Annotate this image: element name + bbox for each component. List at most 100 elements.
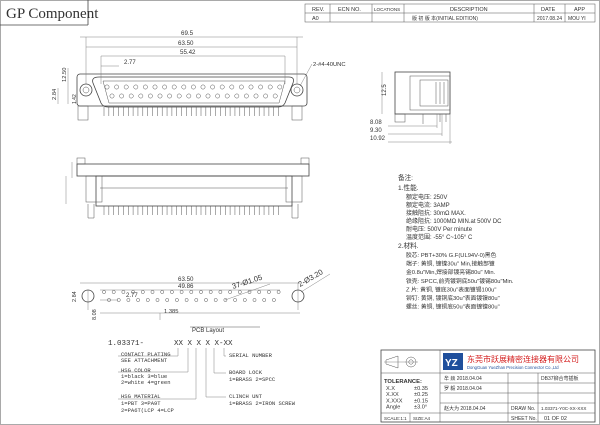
left-mount-screw [79, 83, 93, 97]
tolerance-title: TOLERANCE: [384, 379, 422, 385]
pcb-dim-hole: 1.385 [164, 309, 179, 315]
pcb-hole [170, 290, 174, 294]
top-pin [123, 84, 129, 90]
side-dim-b: 9.30 [370, 128, 382, 134]
designer-signoff: 牟 燚 2018.04.04 [444, 375, 482, 382]
top-pin [162, 84, 167, 90]
top-pin [263, 93, 268, 99]
pcb-hole [121, 290, 126, 294]
pcb-dim-total: 63.50 [178, 276, 194, 283]
top-pin [253, 93, 259, 99]
description-col-header: DESCRIPTION [450, 7, 488, 13]
location-col-header: LOCATIONS [374, 7, 400, 12]
clinch-nut-1: CLINCH UNT [229, 393, 263, 400]
side-dim-a: 8.08 [370, 120, 382, 126]
rev-value: A0 [312, 16, 319, 22]
right-mount-screw [290, 83, 304, 97]
pcb-layout-view: 63.50 49.86 2.77 37-Ø1.05 2-Ø3.20 1.385 … [72, 267, 331, 334]
pcb-dim-pitch: 2.77 [126, 293, 138, 299]
connector-side-view: 12.5 8.08 9.30 10.92 [370, 71, 452, 144]
note-performance-line: 额定电压: 250V [406, 193, 447, 201]
right-board-lock [291, 105, 303, 121]
top-pin [196, 93, 201, 99]
tolerance-format: Angle [386, 405, 400, 411]
top-pin [133, 84, 139, 90]
hsg-material-2: 1=PBT 3=PA9T [121, 400, 161, 407]
top-dim-pitch: 2.77 [124, 60, 136, 66]
contact-plating-2: SEE ATTACHMENT [121, 357, 168, 364]
top-pin [143, 84, 148, 90]
top-pin [272, 93, 278, 99]
top-dim-pins: 55.42 [180, 49, 196, 56]
top-dim-row2: 1.42 [72, 94, 78, 104]
hsg-material-3: 2=PA6T(LCP 4=LCP [121, 407, 174, 414]
top-pin [234, 93, 240, 99]
top-pin [119, 93, 124, 99]
top-pin [244, 93, 249, 99]
top-pin [219, 84, 225, 90]
contact-plating-1: CONTACT PLATING [121, 351, 171, 358]
company-name-cn: 东莞市跃展精密连接器有限公司 [467, 354, 579, 364]
top-pin [215, 93, 220, 99]
pcb-hole [223, 298, 228, 302]
hsg-color-2: 1=black 3=blue [121, 373, 167, 380]
pcb-hole [136, 298, 140, 302]
tolerance-value: ±0.35 [414, 386, 428, 392]
top-pin [186, 93, 192, 99]
side-body [394, 71, 451, 115]
tolerance-value: ±0.15 [414, 398, 428, 404]
front-body-main [95, 175, 293, 207]
pcb-hole [204, 298, 208, 302]
serial-number-label: SERIAL NUMBER [229, 352, 273, 359]
pcb-hole [155, 298, 160, 302]
part-code-legend: 1.03371- XX X X X X-XX CONTACT PLATING S… [108, 340, 296, 414]
tolerance-value: ±3.0° [414, 405, 427, 411]
note-performance-line: 额定电流: 3AMP [406, 201, 450, 209]
top-dim-total: 69.5 [181, 30, 194, 37]
pcb-hole [145, 298, 150, 302]
connector-front-view [65, 157, 310, 219]
note-performance-line: 耐电压: 500V Per minute [406, 225, 473, 233]
note-performance-line: 绝缘阻抗: 1000MΩ MIN.at 500V DC [406, 217, 502, 225]
tolerance-format: X.XXX [386, 398, 403, 404]
top-pin [205, 93, 211, 99]
hsg-color-1: HSG COLOR [121, 367, 151, 374]
rev-col-header: REV. [312, 7, 325, 13]
pcb-left-mount-hole [81, 289, 95, 303]
pcb-hole [126, 298, 131, 302]
pcb-dim-span: 49.86 [178, 283, 194, 290]
pcb-hole [165, 298, 170, 302]
connector-top-view: 69.5 63.50 55.42 2.77 2-#4-40UNC 12.50 2… [52, 30, 346, 121]
draw-no-label: DRAW No. [511, 406, 535, 412]
pcb-hole [218, 290, 223, 294]
top-pin [224, 93, 230, 99]
board-lock-1: BOARD LOCK [229, 369, 263, 376]
title-block: YZ 东莞市跃展精密连接器有限公司 DongGuan YueZhan Preci… [380, 349, 596, 423]
note-material-line: 铆钉: 黄铜, 镀铜底30u"表面镀镍80u" [406, 294, 500, 302]
company-name-en: DongGuan YueZhan Precision Connector Co.… [467, 365, 559, 370]
sheet-no-label: SHEET No. [511, 416, 537, 422]
header-title-box: GP Component [0, 0, 99, 26]
top-pin [277, 84, 283, 90]
top-pin [248, 84, 254, 90]
pcb-pin-holes [102, 290, 281, 302]
d-shell-outline [92, 76, 294, 108]
side-dim-c: 10.92 [370, 136, 386, 142]
notes-section2: 2.材料. [398, 241, 419, 250]
top-pin [176, 93, 182, 99]
top-pin [267, 84, 273, 90]
pcb-hole [242, 298, 247, 302]
top-dim-height: 12.50 [62, 67, 68, 82]
top-pin [210, 84, 215, 90]
scale-label: SCALE:1:1 [384, 416, 407, 421]
clinch-nut-2: 1=BRASS 2=IRON SCREW [229, 400, 296, 407]
pcb-hole [237, 290, 242, 294]
app-col-header: APP [574, 7, 585, 13]
top-pin [191, 84, 196, 90]
pcb-hole [131, 290, 135, 294]
pcb-hole [228, 290, 232, 294]
top-thread-callout: 2-#4-40UNC [313, 62, 346, 68]
note-material-line: 螺丝: 黄铜, 镀铜底50u"表面镀镍80u" [406, 303, 500, 311]
